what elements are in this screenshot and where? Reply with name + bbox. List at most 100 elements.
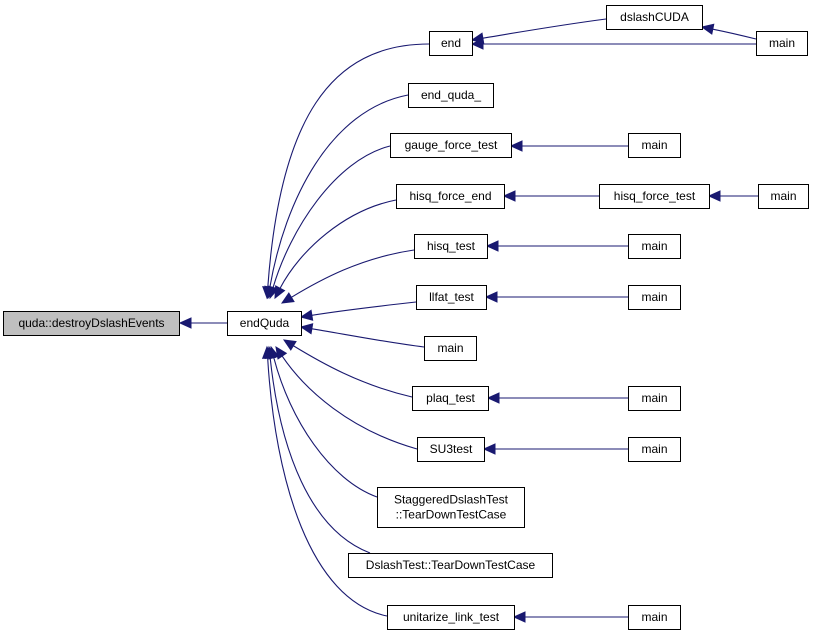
node-label: StaggeredDslashTest	[394, 493, 509, 507]
arrowhead-icon	[282, 339, 297, 351]
arrowhead-icon	[280, 292, 295, 304]
node-main-a[interactable]: main	[756, 31, 808, 56]
node-label: llfat_test	[429, 290, 474, 304]
edge-main_d-to-hisq_test	[485, 240, 629, 252]
node-label: quda::destroyDslashEvents	[18, 316, 164, 330]
node-staggered-teardown[interactable]: StaggeredDslashTest::TearDownTestCase	[377, 487, 525, 528]
edge-end-to-endQuda	[262, 43, 430, 300]
node-label: hisq_force_test	[614, 189, 696, 203]
edge-hisq_force_end-to-endQuda	[274, 199, 397, 300]
node-main-d[interactable]: main	[628, 234, 681, 259]
node-label: main	[770, 189, 796, 203]
node-hisq-force-test[interactable]: hisq_force_test	[599, 184, 710, 209]
arrowhead-icon	[261, 345, 274, 359]
arrowhead-icon	[299, 323, 314, 335]
arrowhead-icon	[502, 190, 516, 202]
node-box	[606, 5, 703, 30]
node-box	[396, 184, 505, 209]
node-label: main	[641, 391, 667, 405]
node-main-b[interactable]: main	[628, 133, 681, 158]
node-label: main	[641, 610, 667, 624]
edge-main_b-to-gauge_force_test	[509, 140, 628, 152]
edge-main_g-to-plaq_test	[486, 392, 628, 404]
node-plaq-test[interactable]: plaq_test	[412, 386, 489, 411]
node-main-c[interactable]: main	[758, 184, 809, 209]
node-box	[628, 133, 681, 158]
edge-dslashCUDA-to-end	[470, 18, 607, 44]
node-dslashCUDA[interactable]: dslashCUDA	[606, 5, 703, 30]
arrowhead-icon	[299, 309, 314, 321]
edge-hisq_test-to-endQuda	[280, 249, 415, 304]
node-main-i[interactable]: main	[628, 605, 681, 630]
node-label: endQuda	[240, 316, 290, 330]
edges-layer	[178, 18, 758, 623]
arrowhead-icon	[482, 443, 496, 455]
arrowhead-icon	[178, 317, 192, 329]
node-main-h[interactable]: main	[628, 437, 681, 462]
node-end-quda-[interactable]: end_quda_	[408, 83, 494, 108]
node-box	[377, 487, 525, 528]
node-label: DslashTest::TearDownTestCase	[366, 558, 536, 572]
node-label: main	[641, 290, 667, 304]
node-root: quda::destroyDslashEvents	[3, 311, 180, 336]
node-label: main	[641, 138, 667, 152]
node-box	[628, 386, 681, 411]
node-label: hisq_test	[427, 239, 476, 253]
arrowhead-icon	[700, 23, 715, 35]
node-SU3test[interactable]: SU3test	[417, 437, 485, 462]
node-label: main	[641, 239, 667, 253]
node-box	[628, 234, 681, 259]
arrowhead-icon	[274, 285, 286, 300]
node-dslash-teardown[interactable]: DslashTest::TearDownTestCase	[348, 553, 553, 578]
node-main-f[interactable]: main	[424, 336, 477, 361]
node-end[interactable]: end	[429, 31, 473, 56]
node-box	[424, 336, 477, 361]
node-box	[758, 184, 809, 209]
node-main-g[interactable]: main	[628, 386, 681, 411]
node-box	[408, 83, 494, 108]
edge-unitarize_link_test-to-endQuda	[261, 345, 388, 617]
node-label: main	[437, 341, 463, 355]
node-main-e[interactable]: main	[628, 285, 681, 310]
node-label: gauge_force_test	[405, 138, 498, 152]
node-box	[628, 605, 681, 630]
node-box	[412, 386, 489, 411]
node-box	[429, 31, 473, 56]
edge-staggered_teardown-to-endQuda	[268, 345, 378, 498]
arrowhead-icon	[509, 140, 523, 152]
node-gauge-force-test[interactable]: gauge_force_test	[390, 133, 512, 158]
node-box	[417, 437, 485, 462]
edge-SU3test-to-endQuda	[275, 345, 418, 450]
edge-main_e-to-llfat_test	[484, 291, 628, 303]
arrowhead-icon	[707, 190, 721, 202]
node-box	[227, 311, 302, 336]
node-box	[416, 285, 487, 310]
node-box	[628, 437, 681, 462]
arrowhead-icon	[484, 291, 498, 303]
edge-main_a-to-end	[470, 38, 756, 50]
node-label: main	[769, 36, 795, 50]
node-unitarize-link-test[interactable]: unitarize_link_test	[387, 605, 515, 630]
node-label: hisq_force_end	[409, 189, 491, 203]
node-label: unitarize_link_test	[403, 610, 500, 624]
nodes-layer: quda::destroyDslashEvents endQuda end dslas…	[3, 5, 809, 630]
edge-end_quda_-to-endQuda	[264, 94, 409, 300]
arrowhead-icon	[470, 38, 484, 50]
node-llfat-test[interactable]: llfat_test	[416, 285, 487, 310]
node-box	[628, 285, 681, 310]
edge-plaq_test-to-endQuda	[282, 339, 413, 398]
node-box	[414, 234, 488, 259]
node-box	[387, 605, 515, 630]
node-box	[3, 311, 180, 336]
node-hisq-force-end[interactable]: hisq_force_end	[396, 184, 505, 209]
arrowhead-icon	[486, 392, 500, 404]
node-box	[348, 553, 553, 578]
edge-hisq_force_test-to-hisq_force_end	[502, 190, 599, 202]
arrowhead-icon	[512, 611, 526, 623]
node-endQuda[interactable]: endQuda	[227, 311, 302, 336]
node-hisq-test[interactable]: hisq_test	[414, 234, 488, 259]
edge-endQuda-to-root	[178, 317, 227, 329]
node-label: end_quda_	[421, 88, 481, 102]
